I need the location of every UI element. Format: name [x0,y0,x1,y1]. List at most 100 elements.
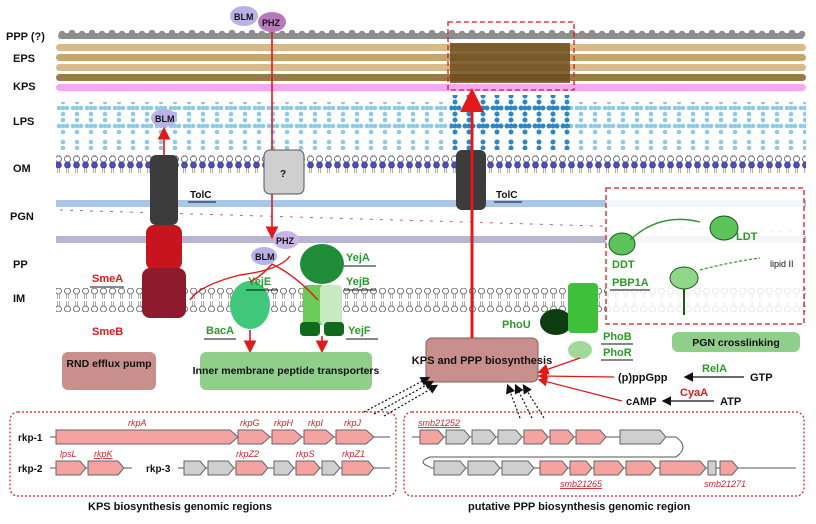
blm-molecule-top: BLM [230,6,258,26]
genomic-to-biosynthesis-arrows [363,376,545,419]
gene-smb21265: smb21265 [560,479,603,489]
rkp1-label: rkp-1 [18,433,43,444]
ddt-label: DDT [612,259,635,271]
ppgpp-regulation-arrow [537,371,615,381]
svg-text:KPS and PPP biosynthesis: KPS and PPP biosynthesis [412,355,552,367]
unknown-transporter: ? [263,149,305,195]
yeja-label: YejA [346,252,370,264]
smea-label: SmeA [92,273,123,285]
smeb-label: SmeB [92,326,123,338]
gene-rkpK: rkpK [94,449,114,459]
svg-text:Inner membrane peptide transpo: Inner membrane peptide transporters [193,365,380,377]
tolc-left-label: TolC [190,190,211,201]
eps-layer [56,43,806,83]
gene-smb21271: smb21271 [704,479,746,489]
ppp-genomic-region-box [403,411,805,497]
svg-text:PHZ: PHZ [262,18,281,28]
camp-label: cAMP [626,396,657,408]
yeje-label: YejE [248,276,271,288]
blm-molecule-exported: BLM [151,109,177,127]
layer-labels: PPP (?) EPS KPS LPS OM PGN PP IM [6,31,45,305]
ppp-genes-row2 [430,460,796,476]
layer-label-pgn: PGN [10,211,34,223]
kps-highlight-box [447,21,575,91]
ldt-enzyme [709,215,739,241]
rkp2-genes [55,460,125,476]
rkp3-label: rkp-3 [146,464,171,475]
rkp2-label: rkp-2 [18,464,43,475]
layer-label-lps: LPS [13,116,34,128]
svg-text:BLM: BLM [255,252,275,262]
peptidoglycan-layer [56,200,806,243]
gene-rkpH: rkpH [274,418,294,428]
ppp-genes-row1 [412,429,684,468]
gene-lpsL: lpsL [60,449,77,459]
layer-label-eps: EPS [13,53,35,65]
svg-text:BLM: BLM [234,12,254,22]
layer-label-kps: KPS [13,81,36,93]
ldt-label: LDT [736,231,758,243]
kps-genomic-title: KPS biosynthesis genomic regions [88,501,272,513]
ddt-crosslink-arrow [629,218,701,241]
pgn-crosslinking-box: PGN crosslinking [672,332,800,352]
phz-molecule-periplasm: PHZ [273,231,299,249]
rkp3-genes [183,460,375,476]
kps-genomic-region-box [9,411,397,497]
ddt-enzyme [608,232,636,256]
pgn-crosslinking-region [605,187,805,325]
pbp1a-lipid2-link [699,257,761,271]
gene-smb21252: smb21252 [418,418,460,428]
cyaa-label: CyaA [680,387,708,399]
pbp1a-enzyme [669,266,699,315]
yejbe-structure [300,285,344,336]
kps-layer [56,84,806,91]
tolc-right-label: TolC [496,190,517,201]
kps-ppp-biosynthesis-box: KPS and PPP biosynthesis [412,337,552,383]
gene-rkpG: rkpG [240,418,260,428]
gene-rkpZ2: rkpZ2 [236,449,259,459]
inner-membrane-peptide-transporters-box: Inner membrane peptide transporters [193,352,380,390]
rnd-efflux-pump-box: RND efflux pump [62,352,156,390]
lipid2-label: lipid II [770,259,794,269]
camp-regulation-arrow [537,377,623,402]
ppp-layer [58,29,806,39]
gene-rkpA: rkpA [128,418,147,428]
layer-label-om: OM [13,163,31,175]
phor-label: PhoR [603,347,632,359]
yejb-label: YejB [346,276,370,288]
pho-system-structure [540,283,598,359]
baca-label: BacA [206,325,234,337]
pho-regulation-arrow [537,357,581,375]
gene-rkpI: rkpI [308,418,324,428]
outer-membrane [56,155,806,173]
gtp-label: GTP [750,372,773,384]
svg-text:RND efflux pump: RND efflux pump [66,358,151,370]
svg-text:BLM: BLM [155,114,175,124]
yeja-structure [300,244,344,284]
layer-label-im: IM [13,293,25,305]
baca-structure [230,281,270,329]
svg-text:PHZ: PHZ [276,236,295,246]
ppgpp-label: (p)ppGpp [618,372,668,384]
phob-label: PhoB [603,331,632,343]
phou-label: PhoU [502,319,531,331]
layer-label-pp: PP [13,259,28,271]
gene-rkpS: rkpS [296,449,315,459]
rela-label: RelA [702,363,727,375]
gene-rkpZ1: rkpZ1 [342,449,365,459]
transport-split-arrows [249,263,319,301]
svg-text:PGN crosslinking: PGN crosslinking [692,337,780,349]
svg-text:?: ? [280,169,286,180]
rnd-efflux-pump-structure [142,155,186,318]
atp-label: ATP [720,396,741,408]
yejf-label: YejF [348,325,371,337]
blm-molecule-periplasm: BLM [251,247,277,265]
gene-rkpJ: rkpJ [344,418,362,428]
substrate-to-smea-arrow [189,255,291,301]
phz-molecule-top: PHZ [258,12,286,32]
ppp-genomic-title: putative PPP biosynthesis genomic region [468,501,691,513]
pbp1a-label: PBP1A [612,277,649,289]
rkp1-genes [55,429,375,445]
layer-label-ppp: PPP (?) [6,31,45,43]
